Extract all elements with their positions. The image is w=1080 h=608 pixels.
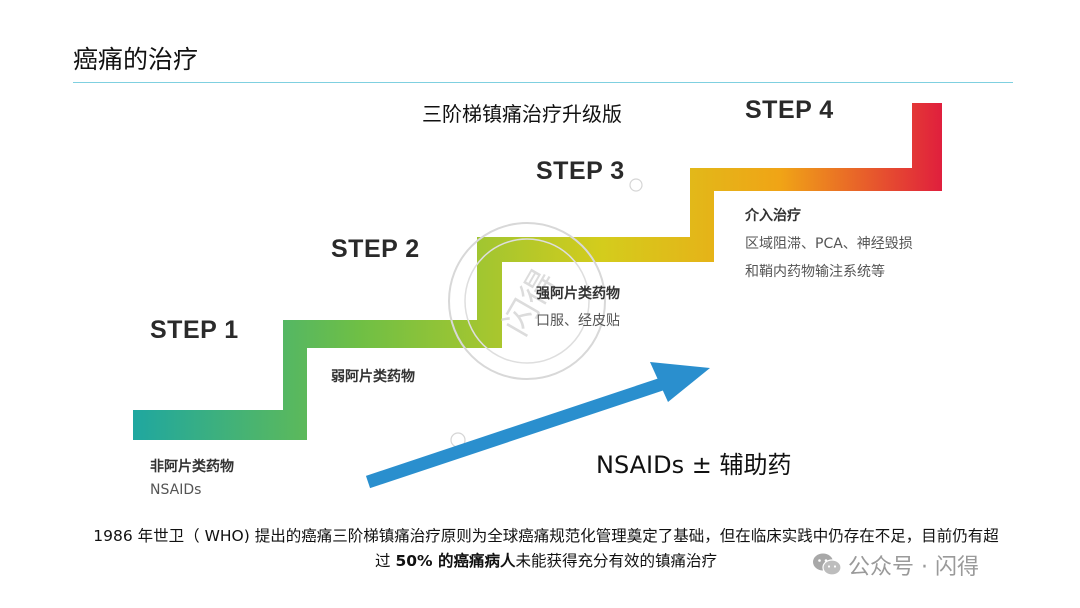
step-3-drug-sub: 口服、经皮贴 (536, 313, 620, 329)
watermark-stamp-text: 闪得 (496, 264, 565, 343)
diagram-subtitle: 三阶梯镇痛治疗升级版 (422, 102, 622, 126)
nsaids-arrow (365, 362, 710, 489)
step-1-drug-sub: NSAIDs (150, 482, 202, 498)
title-divider (73, 82, 1013, 83)
step-3-drug-title: 强阿片类药物 (536, 286, 620, 302)
step-2-drug-title: 弱阿片类药物 (331, 369, 415, 385)
step-4-label: STEP 4 (745, 96, 834, 124)
step-4-drug-sub-line-2: 和鞘内药物输注系统等 (745, 264, 885, 280)
step-4-drug-title: 介入治疗 (745, 208, 801, 224)
decor-circle (629, 178, 643, 192)
step-2-label: STEP 2 (331, 235, 420, 263)
step-1-label: STEP 1 (150, 316, 239, 344)
step-1-drug-title: 非阿片类药物 (150, 459, 234, 475)
watermark-stamp: 闪得 (448, 222, 606, 380)
step-4-drug-sub-line-1: 区域阻滞、PCA、神经毁损 (745, 236, 913, 252)
staircase-band (133, 103, 942, 440)
wechat-icon (813, 553, 842, 576)
footnote-text-before: 1986 年世卫（ WHO) 提出的癌痛三阶梯镇痛治疗原则为全球癌痛规范化管理奠… (93, 527, 999, 570)
step-3-label: STEP 3 (536, 157, 625, 185)
watermark-brand: 公众号 · 闪得 (812, 549, 979, 581)
footnote-bold: 50% 的癌痛病人 (395, 552, 516, 570)
page-title: 癌痛的治疗 (73, 45, 199, 74)
footnote: 1986 年世卫（ WHO) 提出的癌痛三阶梯镇痛治疗原则为全球癌痛规范化管理奠… (86, 524, 1006, 574)
footnote-text-after: 未能获得充分有效的镇痛治疗 (515, 552, 717, 570)
watermark-brand-text: 公众号 · 闪得 (848, 555, 979, 580)
nsaids-arrow-label: NSAIDs ± 辅助药 (596, 451, 792, 479)
